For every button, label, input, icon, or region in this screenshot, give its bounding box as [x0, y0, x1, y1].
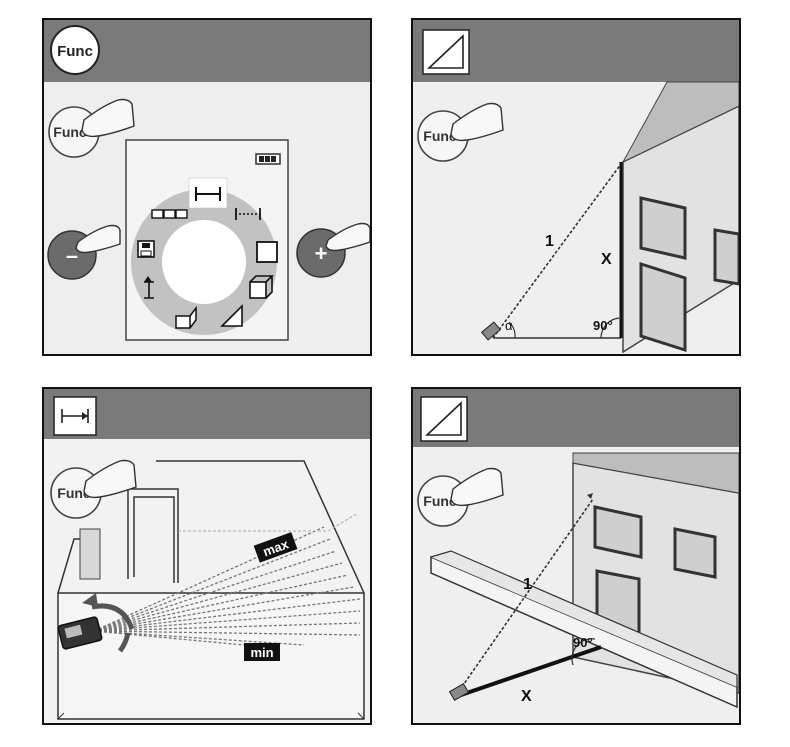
panel-function-menu: Func Func [42, 18, 372, 356]
finger-icon [81, 98, 135, 138]
window [593, 505, 643, 559]
panel-indirect-length: 1 X 90° Func [411, 387, 741, 725]
label-min: min [244, 643, 280, 661]
window [639, 261, 687, 353]
panel-indirect-height-canvas: 1 X 90° α Func [413, 20, 739, 354]
continuous-measure-icon [53, 396, 97, 436]
triple-measure-icon[interactable] [151, 209, 188, 219]
finger-icon [450, 102, 504, 142]
func-button-label: Func [53, 124, 87, 140]
volume-icon[interactable] [249, 275, 274, 299]
battery-icon [255, 153, 281, 165]
laser-device [57, 616, 103, 650]
distance-with-reference-icon[interactable] [235, 208, 261, 220]
room-back-wall [156, 460, 365, 594]
svg-text:min: min [250, 645, 273, 660]
label-right-angle: 90° [573, 635, 593, 650]
func-header-button[interactable]: Func [50, 25, 100, 75]
laser-device [480, 321, 502, 341]
length-line [460, 645, 602, 697]
window [673, 527, 717, 579]
label-right-angle: 90° [593, 318, 613, 333]
panel-continuous-measure: max min Func [42, 387, 372, 725]
label-alpha: α [505, 318, 513, 333]
wall-area-icon[interactable] [175, 305, 197, 329]
single-pythagoras-icon [422, 29, 470, 75]
room-wall-left [57, 538, 80, 594]
single-pythagoras-icon[interactable] [220, 304, 243, 327]
label-x: X [601, 251, 612, 268]
door [133, 496, 175, 583]
minus-symbol: – [66, 243, 78, 268]
window [713, 228, 739, 286]
panel-indirect-length-canvas: 1 X 90° Func [413, 389, 739, 723]
area-icon[interactable] [256, 241, 278, 263]
func-header-label: Func [57, 43, 93, 60]
label-hypotenuse: 1 [523, 576, 532, 593]
length-icon[interactable] [188, 177, 228, 209]
hypotenuse-line [458, 498, 594, 692]
label-x: X [521, 688, 532, 705]
label-hypotenuse: 1 [545, 233, 554, 250]
func-button-label: Func [57, 485, 91, 501]
func-button-label: Func [423, 128, 457, 144]
panel-header-bar [44, 389, 370, 439]
room-floor [57, 592, 365, 720]
panel-continuous-measure-canvas: max min Func [44, 389, 370, 723]
memory-icon[interactable] [137, 240, 155, 258]
func-button-label: Func [423, 493, 457, 509]
finger-icon [325, 222, 370, 252]
panel-indirect-height: 1 X 90° α Func [411, 18, 741, 356]
wall-block [79, 528, 101, 580]
finger-icon [450, 467, 504, 507]
hypotenuse-line [492, 163, 622, 339]
door-frame [127, 488, 179, 583]
label-max: max [253, 532, 298, 563]
building-roof [572, 452, 739, 494]
indirect-length-icon [420, 396, 468, 442]
finger-icon [83, 459, 137, 499]
window [639, 196, 687, 260]
finger-icon [75, 224, 121, 254]
building-roof [621, 81, 739, 164]
panel-function-menu-canvas: Func Func [44, 20, 370, 354]
plus-symbol: + [315, 241, 328, 266]
stakeout-icon[interactable] [144, 276, 154, 299]
laser-device [448, 682, 470, 702]
